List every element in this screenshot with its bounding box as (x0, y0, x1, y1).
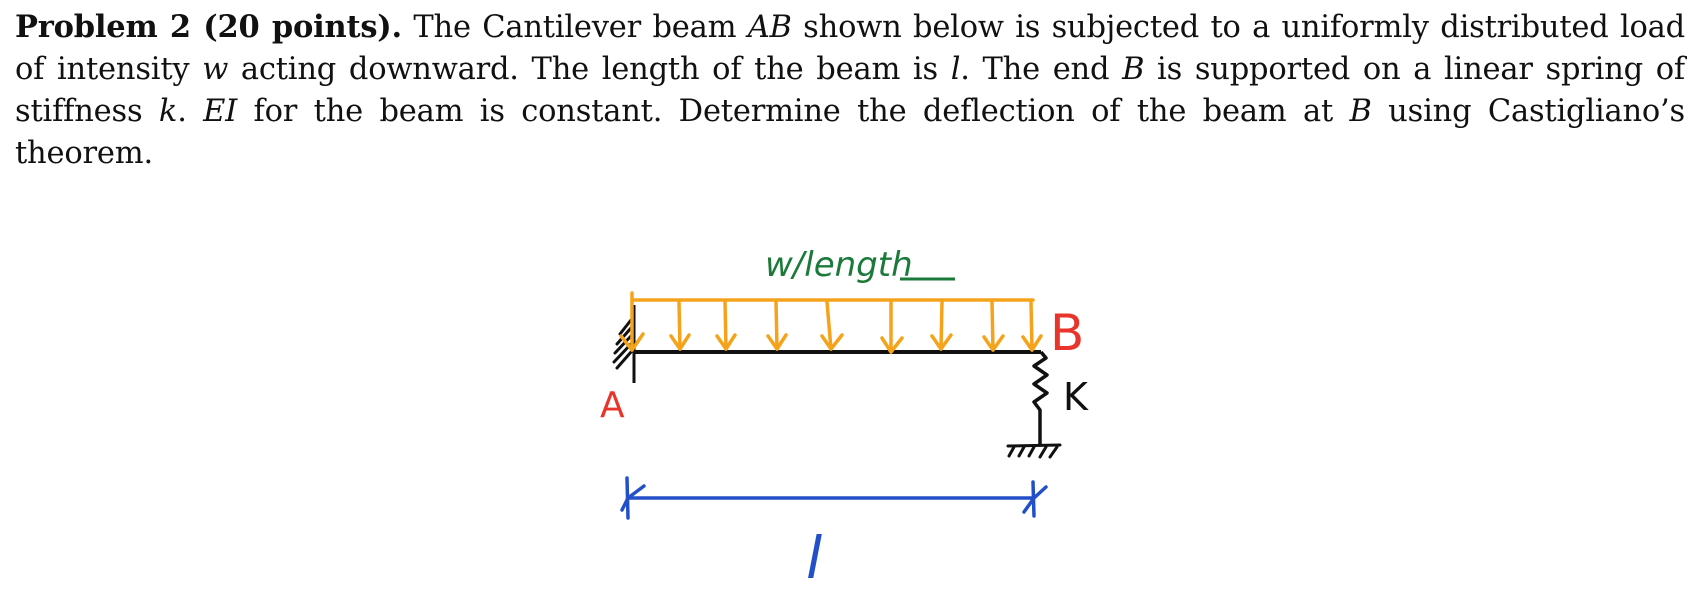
math-l: l (950, 52, 961, 87)
length-label: l (806, 524, 822, 592)
problem-statement: Problem 2 (20 points). The Cantilever be… (15, 9, 1686, 171)
load-label: w/length (765, 245, 913, 285)
math-w: w (202, 52, 229, 87)
math-B: B (1122, 52, 1145, 87)
spring-label: K (1063, 375, 1089, 419)
length-dimension (620, 476, 1048, 520)
end-b-label: B (1050, 304, 1084, 362)
spring (1032, 350, 1049, 444)
distributed-load (619, 291, 1043, 354)
math-EI: EI (203, 94, 238, 129)
math-B-2: B (1349, 94, 1372, 129)
problem-heading: Problem 2 (20 points). (15, 9, 402, 45)
end-a-label: A (600, 385, 625, 426)
math-k: k (158, 94, 178, 129)
math-AB: AB (747, 10, 792, 45)
ground-support (1006, 443, 1062, 459)
